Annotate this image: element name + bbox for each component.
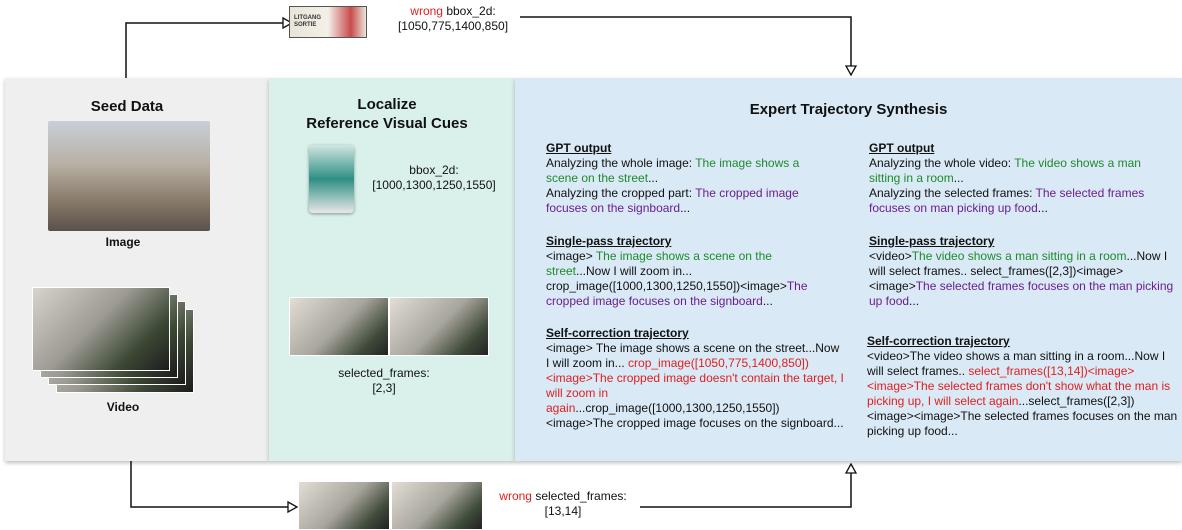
left-self-1: <image> The image shows a scene on the s… — [546, 341, 840, 370]
localize-panel — [269, 78, 515, 461]
left-single-4: The cropped image focuses on the signboa… — [546, 279, 808, 308]
left-self-2: crop_image([1050,775,1400,850])<image>Th… — [546, 356, 844, 415]
wrong-crop-image: LITGANG SORTIE — [289, 6, 367, 38]
left-gpt-l1-end: ... — [648, 171, 659, 185]
arrowhead-expert-bottom — [844, 462, 858, 474]
selected-frames-value: [2,3] — [372, 381, 396, 395]
left-single-1: <image> — [546, 249, 596, 263]
selected-frames-label: selected_frames: — [338, 366, 430, 380]
wrong-word-top: wrong — [410, 4, 443, 18]
left-gpt-l2-black: Analyzing the cropped part: — [546, 186, 696, 200]
right-gpt-l2-black: Analyzing the selected frames: — [869, 186, 1036, 200]
selected-frame-1 — [289, 297, 389, 356]
expert-left-self-block: Self-correction trajectory <image> The i… — [546, 326, 844, 431]
left-self-head: Self-correction trajectory — [546, 326, 689, 340]
localize-title: Localize Reference Visual Cues — [269, 95, 505, 133]
arrowhead-wrong-frames — [287, 500, 299, 514]
wrong-word-bottom: wrong — [499, 489, 532, 503]
expert-right-gpt-block: GPT output Analyzing the whole video: Th… — [869, 141, 1169, 216]
right-gpt-l1-black: Analyzing the whole video: — [869, 156, 1015, 170]
right-self-head: Self-correction trajectory — [867, 334, 1010, 348]
expert-right-self-block: Self-correction trajectory <video>The vi… — [867, 334, 1179, 439]
right-gpt-head: GPT output — [869, 141, 935, 155]
expert-right-single-block: Single-pass trajectory <video>The video … — [869, 234, 1174, 309]
left-gpt-l2-end: ... — [680, 201, 691, 215]
right-self-3: ...select_frames([2,3])<image><image>The… — [867, 394, 1178, 438]
right-single-5: ... — [909, 294, 920, 308]
wrong-bbox-caption: wrong bbox_2d: [1050,775,1400,850] — [378, 4, 528, 34]
right-single-head: Single-pass trajectory — [869, 234, 995, 248]
left-single-3: ...Now I will zoom in... crop_image([100… — [546, 264, 787, 293]
left-self-3: ...crop_image([1000,1300,1250,1550])<ima… — [546, 401, 844, 430]
arrow-seed-to-wrong-frames — [130, 461, 288, 508]
right-single-1: <video> — [869, 249, 912, 263]
expert-left-gpt-block: GPT output Analyzing the whole image: Th… — [546, 141, 826, 216]
seed-video-label: Video — [106, 400, 140, 414]
seed-image — [48, 121, 210, 231]
bbox-caption: bbox_2d: [1000,1300,1250,1550] — [359, 163, 509, 193]
left-single-2: The image shows a scene on the street — [546, 249, 772, 278]
wrong-frames-value: [13,14] — [544, 504, 582, 518]
arrow-wrong-frames-to-expert — [640, 473, 852, 508]
expert-left-single-block: Single-pass trajectory <image> The image… — [546, 234, 826, 309]
left-gpt-l2-purple: The cropped image focuses on the signboa… — [546, 186, 799, 215]
bbox-label: bbox_2d: — [409, 163, 459, 177]
arrow-seed-to-wrong-crop — [125, 22, 283, 78]
left-single-head: Single-pass trajectory — [546, 234, 672, 248]
bbox-value: [1000,1300,1250,1550] — [372, 178, 496, 192]
left-single-5: ... — [762, 294, 773, 308]
localize-title-line1: Localize — [357, 96, 417, 113]
expert-panel — [515, 78, 1182, 461]
selected-frame-2 — [389, 297, 489, 356]
wrong-frame-2 — [391, 481, 483, 530]
localized-crop-image — [309, 145, 354, 213]
wrong-crop-sign-text: LITGANG SORTIE — [294, 15, 321, 28]
left-gpt-head: GPT output — [546, 141, 612, 155]
right-single-2: The video shows a man sitting in a room — [911, 249, 1127, 263]
right-gpt-l2-purple: The selected frames focuses on man picki… — [869, 186, 1145, 215]
wrong-bbox-label: bbox_2d: — [442, 4, 496, 18]
right-gpt-l2-end: ... — [1037, 201, 1048, 215]
right-single-3: ...Now I will select frames.. select_fra… — [869, 249, 1168, 293]
left-gpt-l1-green: The image shows a scene on the street — [546, 156, 800, 185]
video-frame-stack-1 — [32, 287, 170, 371]
expert-title: Expert Trajectory Synthesis — [749, 101, 948, 118]
seed-image-label: Image — [105, 235, 141, 249]
right-self-1: <video>The video shows a man sitting in … — [867, 349, 1166, 378]
right-single-4: The selected frames focuses on the man p… — [869, 279, 1174, 308]
localize-title-line2: Reference Visual Cues — [306, 115, 468, 132]
arrowhead-wrong-crop — [282, 16, 294, 30]
seed-title: Seed Data — [90, 98, 164, 115]
selected-frames-caption: selected_frames: [2,3] — [309, 366, 459, 396]
wrong-frames-label: selected_frames: — [531, 489, 627, 503]
right-gpt-l1-green: The video shows a man sitting in a room — [869, 156, 1141, 185]
right-gpt-l1-end: ... — [953, 171, 964, 185]
arrow-wrong-crop-to-expert — [520, 16, 852, 66]
left-gpt-l1-black: Analyzing the whole image: — [546, 156, 696, 170]
right-self-2: select_frames([13,14])<image><image>The … — [867, 364, 1171, 408]
arrowhead-expert-top — [844, 65, 858, 77]
wrong-frame-1 — [298, 481, 390, 530]
wrong-frames-caption: wrong selected_frames: [13,14] — [488, 489, 638, 519]
wrong-bbox-value: [1050,775,1400,850] — [397, 19, 509, 33]
